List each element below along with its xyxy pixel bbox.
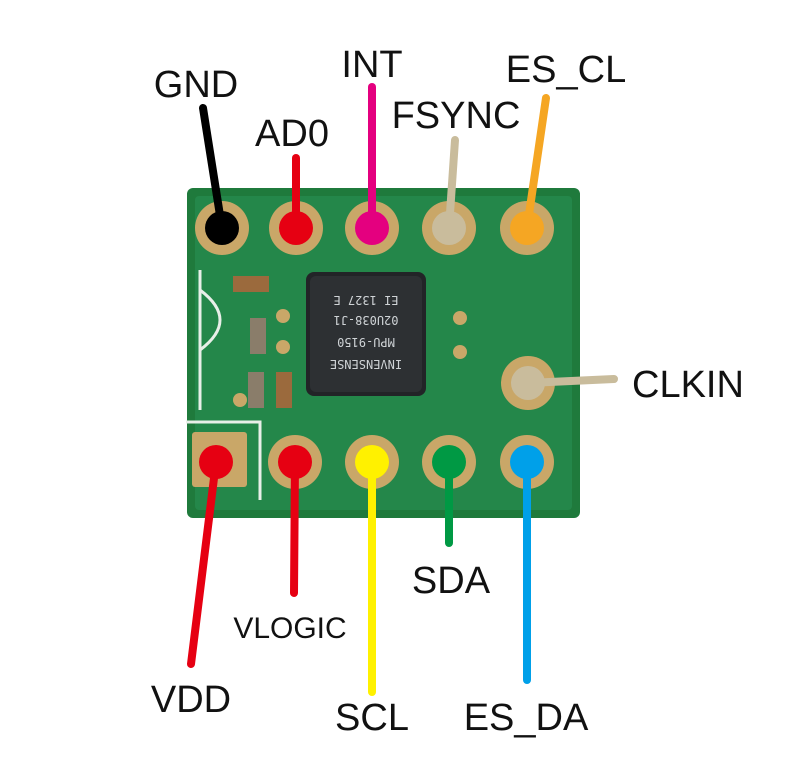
pin-marker-int xyxy=(355,211,389,245)
label-es-cl: ES_CL xyxy=(506,49,626,91)
label-vlogic: VLOGIC xyxy=(233,612,346,645)
pin-marker-vlogic xyxy=(278,445,312,479)
leader-es-cl xyxy=(523,94,550,232)
smd-components xyxy=(233,276,292,408)
mpu-chip: EI 1327 E 02U038-J1 MPU-9150 INVENSENSE xyxy=(306,272,426,396)
chip-marking-line-2: MPU-9150 xyxy=(337,335,395,349)
leader-vlogic xyxy=(290,458,299,597)
pin-marker-clkin xyxy=(511,366,545,400)
pin-labels: GND AD0 INT FSYNC ES_CL CLKIN VDD VLOGIC… xyxy=(151,44,744,739)
chip-marking-line-3: 02U038-J1 xyxy=(333,313,398,327)
chip-marking-line-1: INVENSENSE xyxy=(330,357,402,371)
label-ad0: AD0 xyxy=(255,113,329,155)
leader-vdd xyxy=(187,458,220,668)
label-sda: SDA xyxy=(412,560,491,602)
pin-marker-ad0 xyxy=(279,211,313,245)
label-int: INT xyxy=(341,44,402,86)
pin-marker-gnd xyxy=(205,211,239,245)
leader-lines xyxy=(187,83,618,696)
pin-markers xyxy=(199,211,545,479)
pin-marker-vdd xyxy=(199,445,233,479)
silkscreen-outline xyxy=(186,270,262,500)
pin-marker-es-da xyxy=(510,445,544,479)
pin-marker-scl xyxy=(355,445,389,479)
label-vdd: VDD xyxy=(151,679,231,721)
label-scl: SCL xyxy=(335,697,409,739)
label-clkin: CLKIN xyxy=(632,364,744,406)
label-fsync: FSYNC xyxy=(392,95,521,137)
label-es-da: ES_DA xyxy=(464,697,589,739)
leader-gnd xyxy=(199,104,226,232)
chip-marking-line-4: EI 1327 E xyxy=(333,293,398,307)
pin-marker-fsync xyxy=(432,211,466,245)
pin-marker-sda xyxy=(432,445,466,479)
pin-marker-es-cl xyxy=(510,211,544,245)
label-gnd: GND xyxy=(154,64,238,106)
